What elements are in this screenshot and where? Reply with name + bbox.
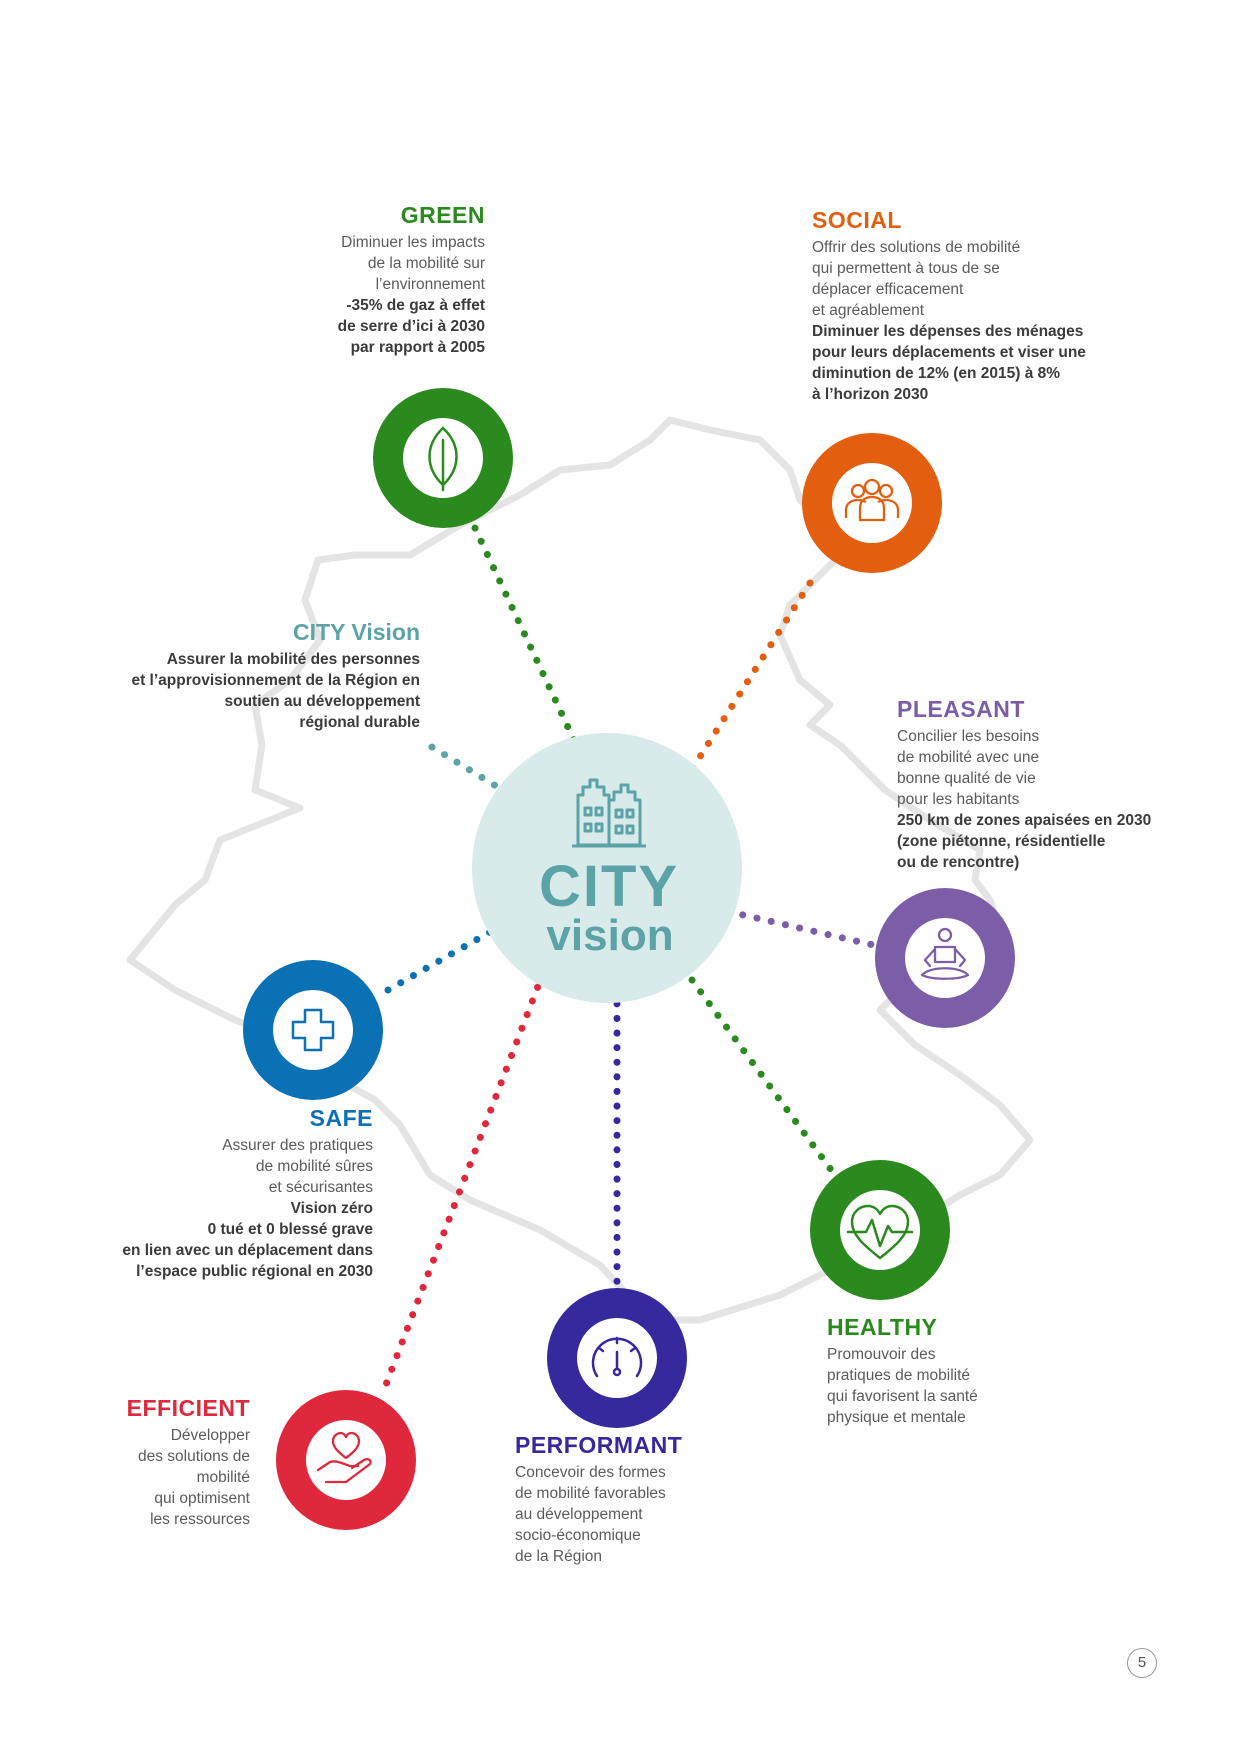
pleasant-description: Concilier les besoins de mobilité avec u… — [897, 728, 1040, 808]
healthy-description: Promouvoir des pratiques de mobilité qui… — [827, 1346, 978, 1426]
speedometer-icon — [591, 1336, 643, 1378]
pleasant-title: PLEASANT — [897, 696, 1025, 722]
pleasant-goal: 250 km de zones apaisées en 2030 (zone p… — [897, 812, 1152, 871]
connector-green — [471, 524, 592, 774]
efficient-block: EFFICIENT Développer des solutions de mo… — [100, 1393, 250, 1530]
safe-block: SAFE Assurer des pratiques de mobilité s… — [100, 1103, 373, 1282]
hub-title-line2: vision — [546, 911, 673, 960]
heartbeat-icon — [846, 1204, 914, 1260]
safe-title: SAFE — [309, 1105, 373, 1131]
connector-lines — [378, 524, 899, 1399]
people-group-icon — [844, 478, 900, 522]
safe-goal: Vision zéro 0 tué et 0 blessé grave en l… — [122, 1200, 373, 1280]
efficient-description: Développer des solutions de mobilité qui… — [137, 1427, 250, 1528]
cityvision-block: CITY Vision Assurer la mobilité des pers… — [100, 617, 420, 733]
social-goal: Diminuer les dépenses des ménages pour l… — [812, 323, 1086, 403]
node-green — [373, 388, 513, 528]
page-number: 5 — [1127, 1648, 1157, 1678]
node-healthy — [810, 1160, 950, 1300]
green-block: GREEN Diminuer les impacts de la mobilit… — [250, 200, 485, 358]
connector-safe — [384, 911, 524, 994]
pleasant-block: PLEASANT Concilier les besoins de mobili… — [897, 694, 1187, 873]
hand-heart-icon — [316, 1431, 372, 1484]
meditation-icon — [920, 927, 970, 980]
connector-healthy — [688, 976, 844, 1186]
green-title: GREEN — [400, 202, 485, 228]
performant-description: Concevoir des formes de mobilité favorab… — [515, 1464, 666, 1565]
leaf-icon — [428, 426, 458, 492]
cityvision-title: CITY Vision — [293, 619, 420, 645]
connector-efficient — [378, 956, 552, 1399]
city-buildings-icon — [572, 778, 646, 848]
node-safe — [243, 960, 383, 1100]
performant-title: PERFORMANT — [515, 1432, 683, 1458]
city-vision-hub: CITY vision — [472, 733, 742, 1003]
social-block: SOCIAL Offrir des solutions de mobilité … — [812, 205, 1142, 405]
safe-description: Assurer des pratiques de mobilité sûres … — [222, 1137, 373, 1196]
efficient-title: EFFICIENT — [126, 1395, 250, 1421]
connector-pleasant — [696, 901, 899, 954]
node-social — [802, 433, 942, 573]
green-description: Diminuer les impacts de la mobilité sur … — [341, 234, 485, 293]
cityvision-goal: Assurer la mobilité des personnes et l’a… — [131, 651, 420, 731]
social-description: Offrir des solutions de mobilité qui per… — [812, 239, 1021, 319]
healthy-block: HEALTHY Promouvoir des pratiques de mobi… — [827, 1312, 1087, 1428]
performant-block: PERFORMANT Concevoir des formes de mobil… — [515, 1430, 775, 1567]
node-performant — [547, 1288, 687, 1428]
medical-cross-icon — [291, 1008, 335, 1052]
connector-social — [661, 579, 814, 816]
social-title: SOCIAL — [812, 207, 902, 233]
green-goal: -35% de gaz à effet de serre d’ici à 203… — [337, 297, 485, 356]
node-efficient — [276, 1390, 416, 1530]
healthy-title: HEALTHY — [827, 1314, 938, 1340]
node-pleasant — [875, 888, 1015, 1028]
hub-title-line1: CITY — [539, 854, 679, 919]
